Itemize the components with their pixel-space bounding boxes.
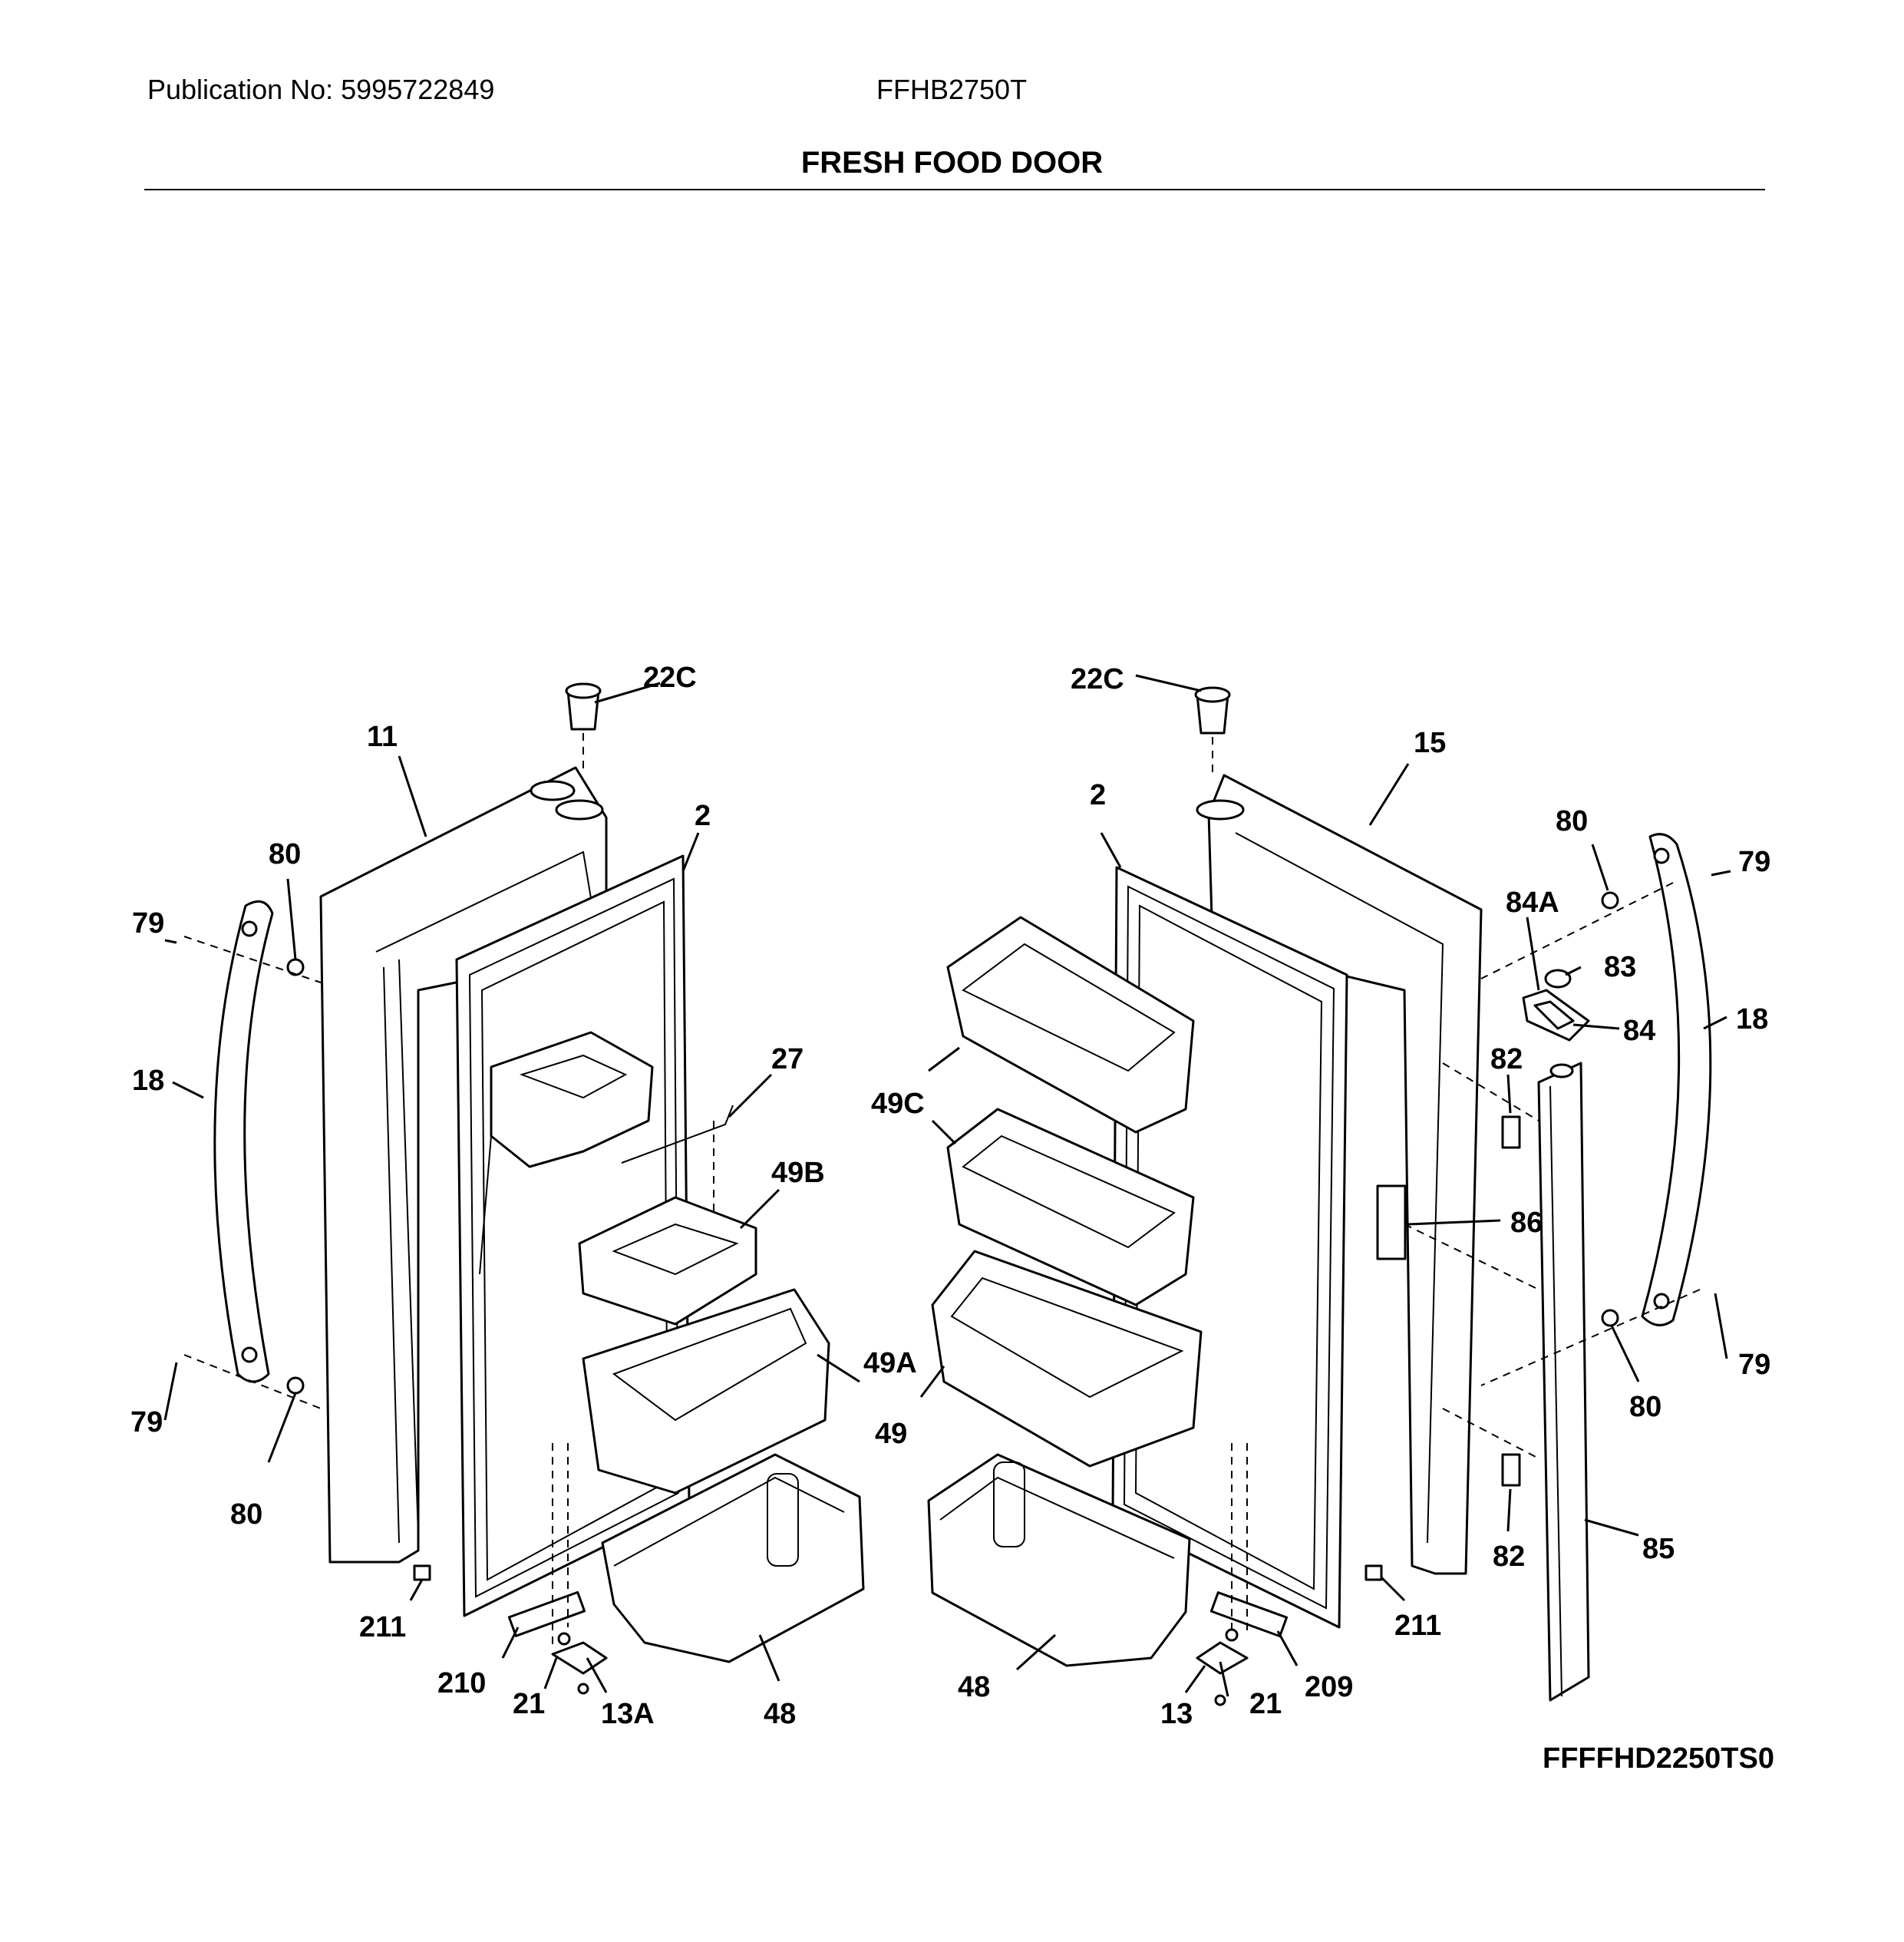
model-number: FFHB2750T [876,74,1028,105]
left-door-assembly [319,682,865,1695]
callout-2-left: 2 [695,800,711,832]
callout-49b: 49B [771,1157,825,1189]
title-rule [144,189,1765,190]
bin-49b [578,1196,757,1326]
module-86 [1376,1184,1407,1260]
figure-code: FFFFHD2250TS0 [1543,1742,1774,1775]
callout-79-bottom-left: 79 [130,1406,163,1438]
callout-13a: 13A [601,1698,655,1730]
callout-80-bottom-left: 80 [230,1498,262,1531]
callout-18-left: 18 [132,1065,164,1097]
screw-80-bottom-left [286,1376,305,1395]
hinge-210 [507,1590,586,1637]
callout-79-bottom-right: 79 [1738,1349,1770,1381]
bracket-82-bottom [1501,1453,1521,1487]
callout-209: 209 [1305,1671,1353,1703]
callout-18-right: 18 [1736,1003,1768,1035]
mullion-85 [1537,1062,1590,1702]
publication-number: Publication No: 5995722849 [147,74,495,105]
bracket-82-top [1501,1115,1521,1149]
hinge-84 [1533,1000,1575,1030]
callout-85: 85 [1642,1533,1675,1565]
callout-13: 13 [1160,1698,1193,1730]
bin-49c-upper [946,916,1195,1134]
callout-83: 83 [1604,951,1636,983]
right-door-assembly [927,686,1483,1706]
bin-49a [582,1288,830,1494]
callout-82-top: 82 [1490,1043,1523,1075]
callout-84: 84 [1623,1015,1655,1047]
screw-80-bottom-right [1601,1309,1619,1327]
callout-211-right: 211 [1394,1610,1441,1642]
hinge-209 [1209,1591,1289,1638]
callout-21-right: 21 [1249,1688,1282,1720]
callout-82-bottom: 82 [1493,1541,1525,1573]
callout-49a: 49A [863,1347,917,1379]
callout-2-right: 2 [1090,779,1106,811]
callout-211-left: 211 [359,1611,406,1643]
callout-84a: 84A [1506,887,1559,919]
callout-79-top-right: 79 [1738,846,1770,878]
callout-49c: 49C [871,1088,925,1120]
callout-79-top-left: 79 [132,907,164,940]
screw-80-top-right [1601,891,1619,910]
bracket-211-right [1364,1564,1383,1581]
callout-49: 49 [875,1418,907,1450]
callout-15: 15 [1414,727,1446,759]
hinge-plate-13a [551,1641,608,1675]
right-door-shell [1207,774,1483,1575]
bracket-211-left [413,1564,431,1581]
callout-48-right: 48 [958,1671,990,1703]
callout-80-bottom-right: 80 [1629,1391,1661,1423]
callout-22c-right: 22C [1071,663,1124,695]
hinge-plate-13 [1196,1641,1249,1675]
diagram-title: FRESH FOOD DOOR [800,146,1104,180]
right-handle [1641,833,1712,1326]
callout-80-top-right: 80 [1556,805,1588,837]
cap-83 [1544,969,1572,989]
callout-80-top-left: 80 [269,838,301,870]
callout-210: 210 [437,1667,486,1699]
callout-22c-left: 22C [643,662,697,694]
callout-27: 27 [771,1043,804,1075]
left-handle [213,900,274,1383]
bin-49 [931,1250,1203,1468]
callout-86: 86 [1510,1207,1543,1239]
callout-21-left: 21 [513,1688,545,1720]
callout-48-left: 48 [764,1698,796,1730]
bin-49c-lower [946,1108,1195,1306]
callout-11: 11 [367,721,398,753]
